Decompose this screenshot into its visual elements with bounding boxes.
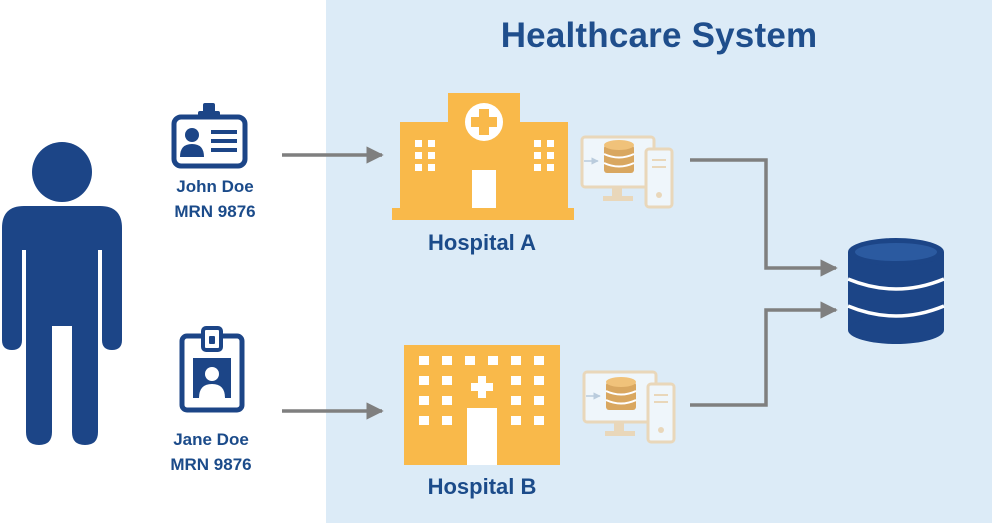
hospital-cross-icon	[392, 93, 574, 220]
central-database-icon	[847, 238, 945, 344]
patient-name: Jane Doe	[173, 430, 249, 449]
flow-arrows	[282, 146, 838, 420]
patient-mrn: MRN 9876	[170, 455, 252, 474]
patient-label-jane: Jane Doe MRN 9876	[131, 427, 291, 477]
arrow-hospital-b-to-database	[690, 301, 838, 407]
patient-label-john: John Doe MRN 9876	[135, 174, 295, 224]
photo-badge-icon	[179, 326, 245, 413]
diagram-title: Healthcare System	[500, 16, 818, 55]
arrow-hospital-a-to-database	[690, 158, 838, 277]
id-badge-icon	[171, 103, 248, 169]
computer-database-icon	[603, 140, 635, 173]
hospital-b-label: Hospital B	[427, 474, 537, 499]
hospital-a-label: Hospital A	[428, 230, 536, 255]
computer-database-icon	[605, 377, 637, 410]
patient-name: John Doe	[176, 177, 254, 196]
hospital-building-icon	[404, 345, 560, 465]
patient-mrn: MRN 9876	[174, 202, 256, 221]
person-icon	[2, 142, 122, 445]
